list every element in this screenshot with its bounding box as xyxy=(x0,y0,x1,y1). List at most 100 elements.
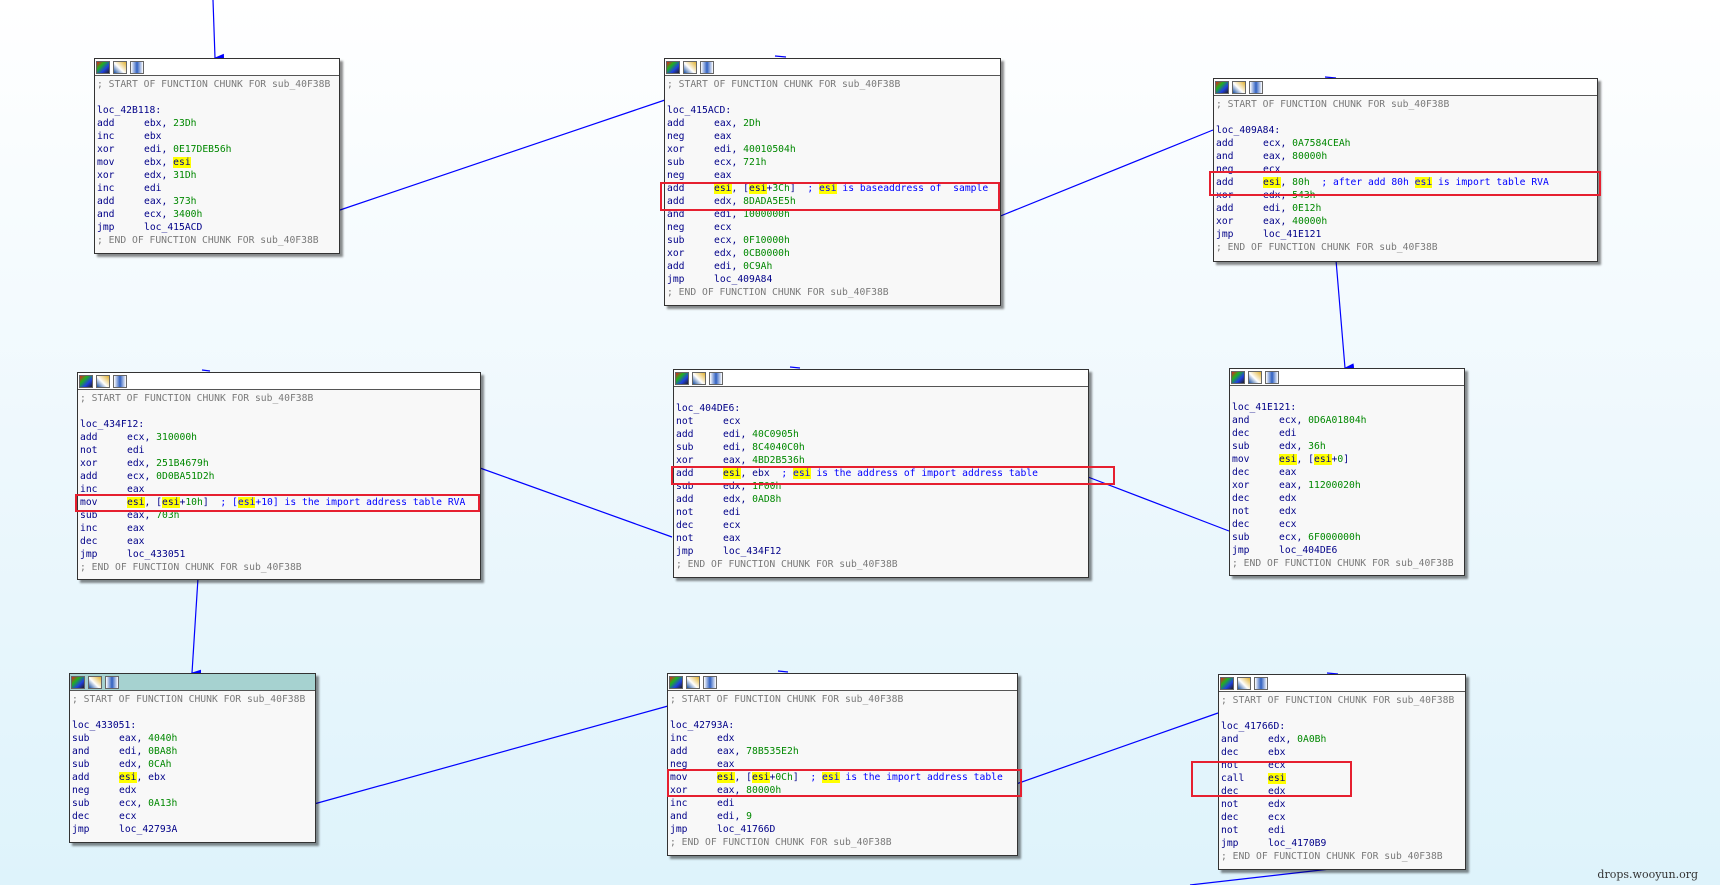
graph-color-icon[interactable] xyxy=(96,60,110,74)
immediate-value: 1000000h xyxy=(743,209,790,220)
mnemonic: add xyxy=(676,468,694,479)
mnemonic: not xyxy=(676,507,694,518)
graph-color-icon[interactable] xyxy=(1231,370,1245,384)
node-groups-icon[interactable] xyxy=(1265,370,1279,384)
code-label: loc_404DE6: xyxy=(676,402,1086,415)
label-text[interactable]: loc_42793A: xyxy=(670,720,735,731)
label-text[interactable]: loc_404DE6: xyxy=(676,403,741,414)
immediate-value: 3400h xyxy=(173,209,203,220)
immediate-value: 0CB0000h xyxy=(743,248,790,259)
mnemonic: and xyxy=(667,209,685,220)
code-block-loc-42B118[interactable]: ; START OF FUNCTION CHUNK FOR sub_40F38B… xyxy=(94,58,340,254)
chunk-comment: ; END OF FUNCTION CHUNK FOR sub_40F38B xyxy=(97,234,337,247)
edge-stub-2 xyxy=(1324,76,1337,79)
edit-node-icon[interactable] xyxy=(692,371,706,385)
chunk-comment: ; END OF FUNCTION CHUNK FOR sub_40F38B xyxy=(676,558,1086,571)
immediate-value: 373h xyxy=(173,196,197,207)
label-text[interactable]: loc_409A84: xyxy=(1216,125,1281,136)
immediate-value: 0E17DEB56h xyxy=(173,144,232,155)
code-block-loc-42793A[interactable]: ; START OF FUNCTION CHUNK FOR sub_40F38B… xyxy=(667,673,1018,856)
code-block-loc-409A84[interactable]: ; START OF FUNCTION CHUNK FOR sub_40F38B… xyxy=(1213,78,1598,262)
edit-node-icon[interactable] xyxy=(1232,80,1246,94)
operand: eax, 373h xyxy=(144,196,197,207)
edit-node-icon[interactable] xyxy=(1248,370,1262,384)
operand: loc_4170B9 xyxy=(1268,838,1327,849)
node-groups-icon[interactable] xyxy=(1254,676,1268,690)
node-groups-icon[interactable] xyxy=(1249,80,1263,94)
graph-color-icon[interactable] xyxy=(675,371,689,385)
mnemonic: add xyxy=(667,183,685,194)
code-label: loc_41E121: xyxy=(1232,401,1462,414)
label-text[interactable]: loc_434F12: xyxy=(80,419,145,430)
label-text[interactable]: loc_415ACD: xyxy=(667,105,732,116)
operand: ecx xyxy=(119,811,137,822)
graph-color-icon[interactable] xyxy=(1220,676,1234,690)
operand: loc_42793A xyxy=(119,824,178,835)
node-groups-icon[interactable] xyxy=(113,374,127,388)
operand: edx xyxy=(119,785,137,796)
operand: loc_433051 xyxy=(127,549,186,560)
edit-node-icon[interactable] xyxy=(88,675,102,689)
comment-text: ; END OF FUNCTION CHUNK FOR sub_40F38B xyxy=(1216,242,1438,253)
mnemonic: add xyxy=(97,118,115,129)
edit-node-icon[interactable] xyxy=(1237,676,1251,690)
operand: eax xyxy=(717,759,735,770)
operand: edx, 1F00h xyxy=(723,481,782,492)
immediate-value: 0D6A01804h xyxy=(1308,415,1367,426)
edge-41766D-out xyxy=(1189,868,1331,885)
graph-color-icon[interactable] xyxy=(71,675,85,689)
graph-color-icon[interactable] xyxy=(79,374,93,388)
edit-node-icon[interactable] xyxy=(113,60,127,74)
label-text[interactable]: loc_42B118: xyxy=(97,105,162,116)
edit-node-icon[interactable] xyxy=(96,374,110,388)
immediate-value: 80h xyxy=(1292,177,1310,188)
code-block-loc-434F12[interactable]: ; START OF FUNCTION CHUNK FOR sub_40F38B… xyxy=(77,372,481,580)
operand: eax xyxy=(127,523,145,534)
label-text[interactable]: loc_433051: xyxy=(72,720,137,731)
label-text[interactable]: loc_41766D: xyxy=(1221,721,1286,732)
graph-color-icon[interactable] xyxy=(666,60,680,74)
node-groups-icon[interactable] xyxy=(700,60,714,74)
operand: edx, 0CB0000h xyxy=(714,248,790,259)
node-groups-icon[interactable] xyxy=(105,675,119,689)
node-header xyxy=(668,674,1017,691)
code-block-loc-41766D[interactable]: ; START OF FUNCTION CHUNK FOR sub_40F38B… xyxy=(1218,674,1466,870)
operand: edx, 0CAh xyxy=(119,759,172,770)
operand: eax xyxy=(127,536,145,547)
register-highlight: esi xyxy=(173,157,191,168)
immediate-value: 9 xyxy=(746,811,753,822)
code-block-loc-433051[interactable]: ; START OF FUNCTION CHUNK FOR sub_40F38B… xyxy=(69,673,316,843)
node-groups-icon[interactable] xyxy=(130,60,144,74)
node-groups-icon[interactable] xyxy=(703,675,717,689)
mnemonic: inc xyxy=(80,484,98,495)
edit-node-icon[interactable] xyxy=(683,60,697,74)
comment-text: ; START OF FUNCTION CHUNK FOR sub_40F38B xyxy=(80,393,314,404)
code-listing: ; START OF FUNCTION CHUNK FOR sub_40F38B… xyxy=(668,691,1017,850)
node-header xyxy=(1219,675,1465,692)
edit-node-icon[interactable] xyxy=(686,675,700,689)
operand: eax xyxy=(714,170,732,181)
label-text[interactable]: loc_41E121: xyxy=(1232,402,1297,413)
annotation-comment: ; after add 80h esi is import table RVA xyxy=(1321,177,1549,188)
mnemonic: xor xyxy=(97,170,115,181)
node-groups-icon[interactable] xyxy=(709,371,723,385)
mnemonic: add xyxy=(80,432,98,443)
graph-color-icon[interactable] xyxy=(669,675,683,689)
graph-color-icon[interactable] xyxy=(1215,80,1229,94)
